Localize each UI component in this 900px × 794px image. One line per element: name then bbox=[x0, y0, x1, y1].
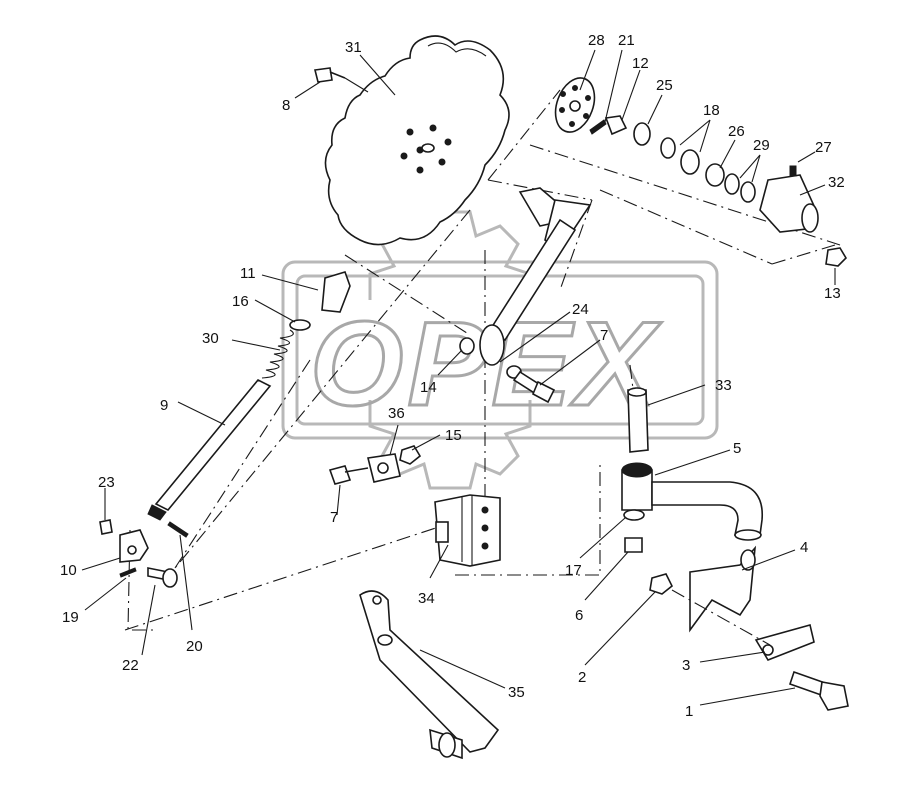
label-14: 14 bbox=[420, 379, 437, 396]
label-10: 10 bbox=[60, 562, 77, 579]
label-20: 20 bbox=[186, 638, 203, 655]
bolt-7a bbox=[512, 370, 556, 404]
circlip-18a bbox=[660, 137, 676, 159]
plate-3 bbox=[754, 624, 815, 661]
nut-12 bbox=[604, 115, 628, 136]
label-7b: 7 bbox=[330, 509, 338, 526]
label-3: 3 bbox=[682, 657, 690, 674]
label-4: 4 bbox=[800, 539, 808, 556]
label-33: 33 bbox=[715, 377, 732, 394]
callout-labels: 31 8 28 21 12 25 18 26 29 27 32 13 11 16… bbox=[60, 32, 845, 720]
label-8: 8 bbox=[282, 97, 290, 114]
watermark-text: OPEX bbox=[310, 297, 662, 431]
label-31: 31 bbox=[345, 39, 362, 56]
label-15: 15 bbox=[445, 427, 462, 444]
label-5: 5 bbox=[733, 440, 741, 457]
spindle-5 bbox=[621, 462, 763, 541]
label-23: 23 bbox=[98, 474, 115, 491]
pin-11 bbox=[321, 271, 351, 313]
bracket-4 bbox=[689, 545, 757, 633]
bolt-22 bbox=[147, 567, 178, 588]
nut-13 bbox=[825, 247, 848, 267]
rod-9 bbox=[147, 378, 272, 521]
bushing-23 bbox=[99, 519, 113, 535]
label-26: 26 bbox=[728, 123, 745, 140]
bearing-25 bbox=[633, 122, 651, 146]
washer-16 bbox=[289, 319, 311, 331]
key-21 bbox=[589, 119, 607, 135]
disc-31 bbox=[324, 35, 510, 246]
label-19: 19 bbox=[62, 609, 79, 626]
bearing-26 bbox=[705, 163, 725, 187]
label-36: 36 bbox=[388, 405, 405, 422]
label-34: 34 bbox=[418, 590, 435, 607]
nut-2 bbox=[649, 573, 674, 595]
bolt-8 bbox=[314, 67, 369, 93]
label-2: 2 bbox=[578, 669, 586, 686]
pin-20 bbox=[167, 521, 189, 538]
flange-28 bbox=[554, 77, 596, 133]
label-6: 6 bbox=[575, 607, 583, 624]
watermark-logo: OPEX bbox=[281, 210, 719, 490]
label-12: 12 bbox=[632, 55, 649, 72]
ring-29b bbox=[740, 181, 756, 203]
lever-10 bbox=[119, 529, 149, 563]
shaft-33 bbox=[627, 387, 649, 453]
label-13: 13 bbox=[824, 285, 841, 302]
washer-17 bbox=[623, 509, 645, 521]
label-27: 27 bbox=[815, 139, 832, 156]
grease-nipple-27 bbox=[789, 165, 797, 177]
bracket-34 bbox=[434, 494, 501, 567]
label-11: 11 bbox=[240, 265, 256, 282]
leader-lines bbox=[81, 49, 836, 706]
label-35: 35 bbox=[508, 684, 525, 701]
lever-35 bbox=[359, 590, 500, 760]
hub-parts bbox=[589, 115, 848, 267]
reference-lines bbox=[124, 89, 841, 631]
label-9: 9 bbox=[160, 397, 168, 414]
circlip-18b bbox=[680, 149, 700, 175]
pin-19 bbox=[119, 567, 137, 578]
label-16: 16 bbox=[232, 293, 249, 310]
label-17: 17 bbox=[565, 562, 582, 579]
bolt-1 bbox=[788, 670, 849, 711]
bushing-14 bbox=[459, 337, 475, 355]
label-1: 1 bbox=[685, 703, 693, 720]
ring-29a bbox=[724, 173, 740, 195]
label-24: 24 bbox=[572, 301, 589, 318]
bolt-6 bbox=[624, 537, 643, 553]
stub-axle-arm bbox=[479, 187, 592, 366]
nut-15 bbox=[399, 445, 422, 465]
label-28: 28 bbox=[588, 32, 605, 49]
label-30: 30 bbox=[202, 330, 219, 347]
label-32: 32 bbox=[828, 174, 845, 191]
label-29: 29 bbox=[753, 137, 770, 154]
spring-30 bbox=[261, 329, 294, 379]
clamp-36 bbox=[367, 453, 401, 483]
label-18: 18 bbox=[703, 102, 720, 119]
label-21: 21 bbox=[618, 32, 635, 49]
label-25: 25 bbox=[656, 77, 673, 94]
bolt-7b bbox=[328, 465, 369, 485]
label-22: 22 bbox=[122, 657, 139, 674]
label-7a: 7 bbox=[600, 327, 608, 344]
